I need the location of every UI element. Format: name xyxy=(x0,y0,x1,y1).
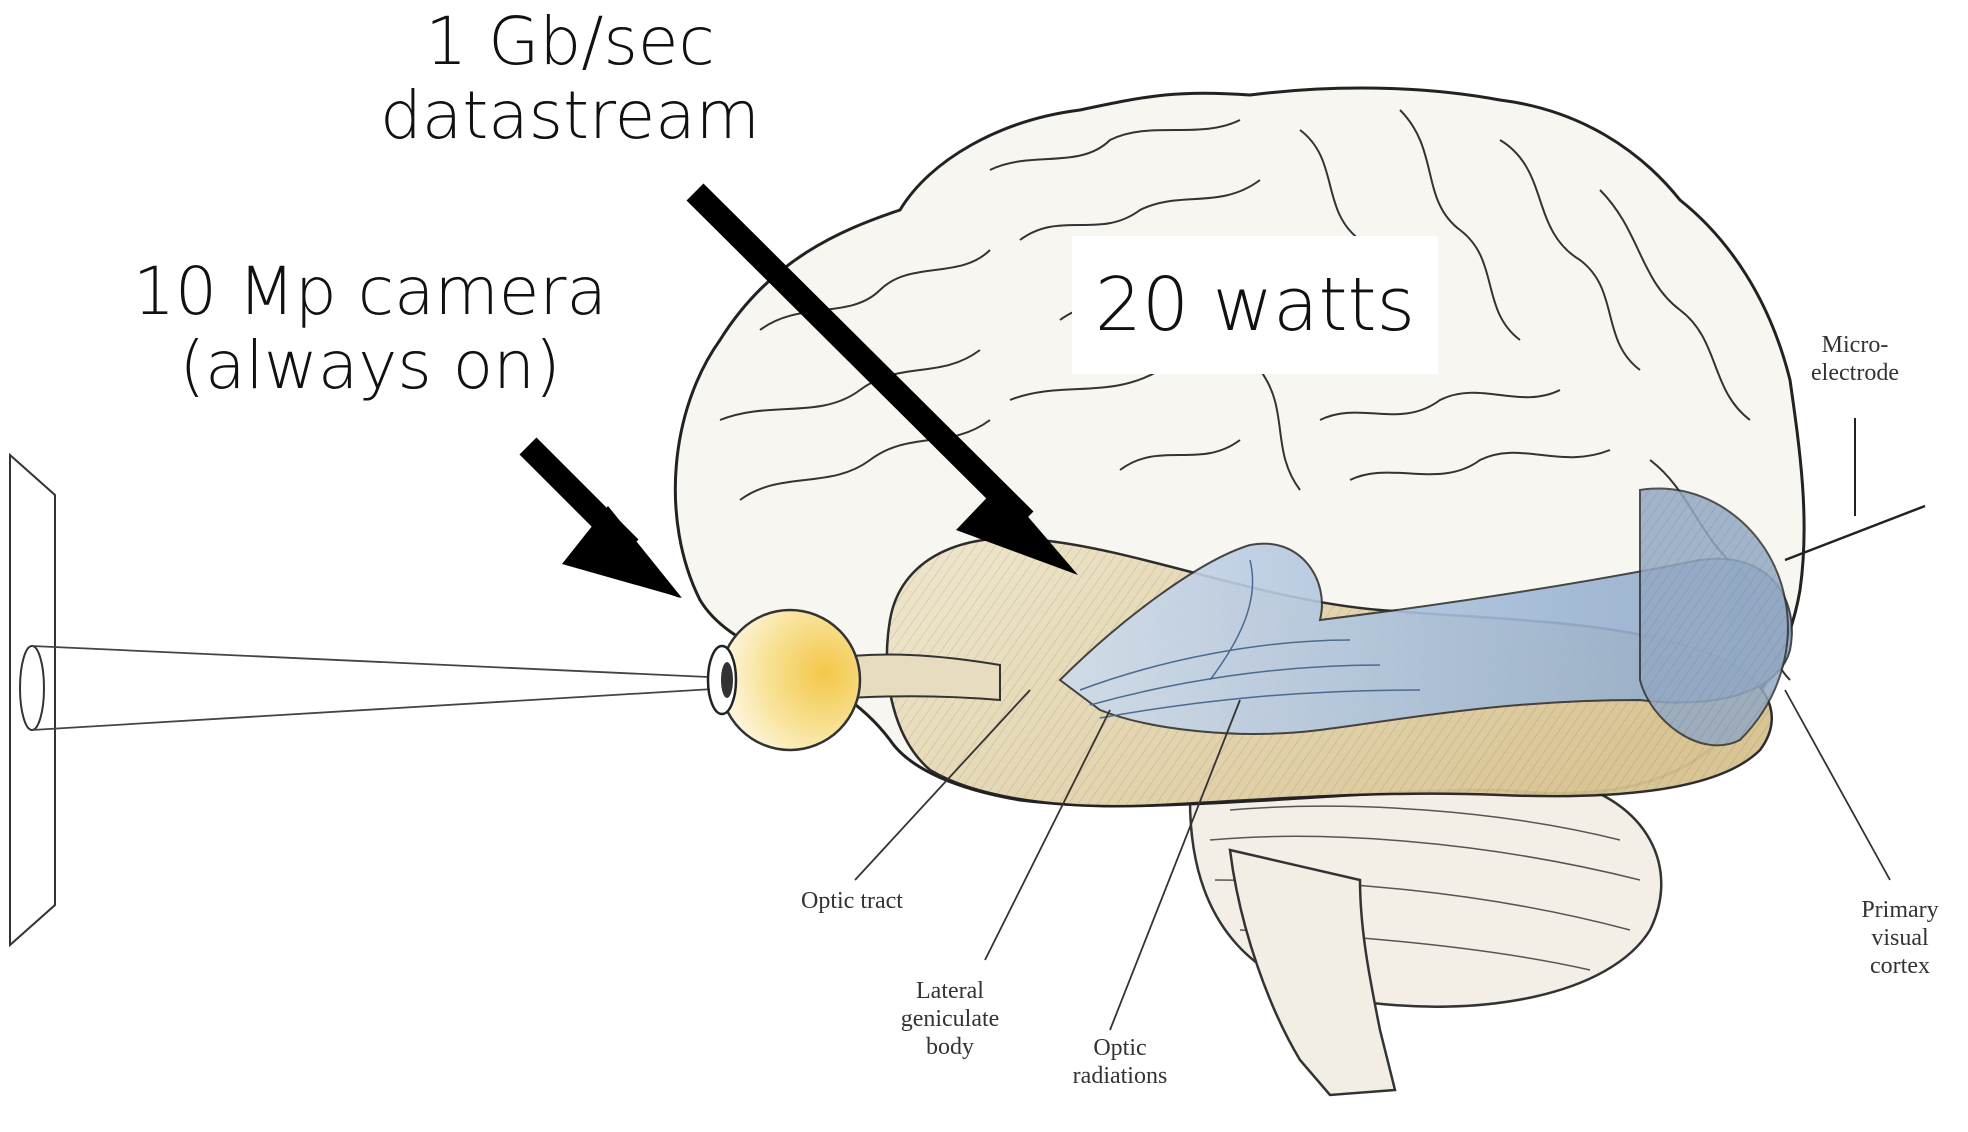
label-visual-cortex-line3: cortex xyxy=(1870,953,1930,979)
camera-line2: (always on) xyxy=(110,329,630,403)
label-optic-radiations-line2: radiations xyxy=(1073,1063,1168,1089)
datastream-callout: 1 Gb/sec datastream xyxy=(340,5,800,153)
label-microelectrode-line1: Micro- xyxy=(1822,332,1889,358)
microelectrode xyxy=(1785,418,1925,560)
label-lgn-line2: geniculate xyxy=(901,1006,1000,1032)
camera-line1: 10 Mp camera xyxy=(110,255,630,329)
label-microelectrode-line2: electrode xyxy=(1811,360,1899,386)
stimulus-screen xyxy=(10,455,55,945)
label-visual-cortex-line1: Primary xyxy=(1861,897,1938,923)
power-callout: 20 watts xyxy=(1072,236,1438,374)
label-lgn-line3: body xyxy=(926,1034,974,1060)
label-optic-tract: Optic tract xyxy=(801,888,903,914)
label-lgn-line1: Lateral xyxy=(916,978,984,1004)
datastream-line2: datastream xyxy=(340,79,800,153)
datastream-line1: 1 Gb/sec xyxy=(340,5,800,79)
label-visual-cortex-line2: visual xyxy=(1871,925,1929,951)
camera-callout: 10 Mp camera (always on) xyxy=(110,255,630,403)
label-optic-radiations-line1: Optic xyxy=(1093,1035,1146,1061)
